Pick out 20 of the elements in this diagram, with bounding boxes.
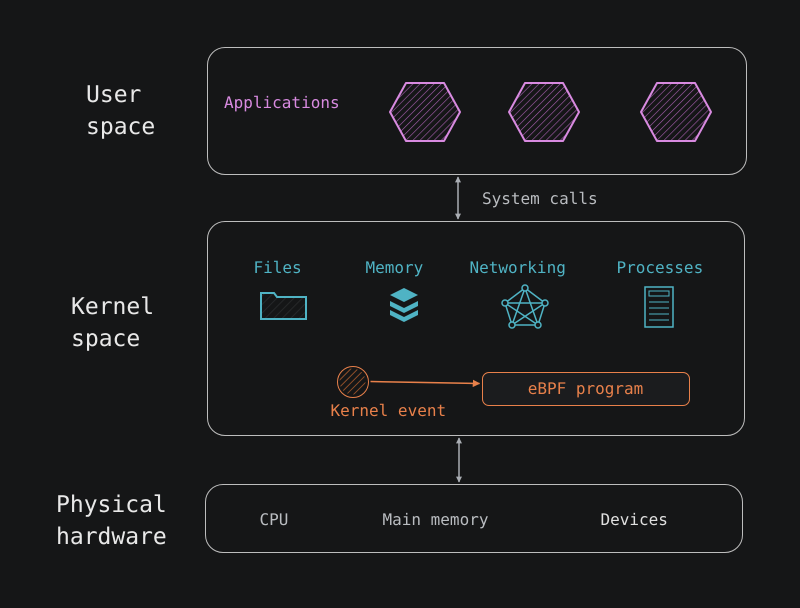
hexagon-shape [506,80,580,144]
subsystem-label: Files [254,258,302,276]
subsystem-label: Processes [616,258,704,276]
subsystem-label: Networking [470,258,566,276]
hexagon-shape [638,80,712,144]
applications-label: Applications [224,93,340,112]
hardware-label: Main memory [382,510,488,528]
program-box: eBPF program [482,372,690,406]
hexagon-shape [388,80,462,144]
arrow [456,437,462,483]
subsystem-label: Memory [366,258,424,276]
arrow [370,380,480,388]
edge-label: System calls [482,189,598,208]
layer-heading: User space [86,81,156,142]
hardware-label: CPU [260,510,288,528]
event-label: Kernel event [330,400,446,420]
layer-heading: Kernel space [71,293,156,354]
arrow [455,176,461,220]
hardware-label: Devices [600,510,668,528]
layer-heading: Physical hardware [56,491,168,552]
